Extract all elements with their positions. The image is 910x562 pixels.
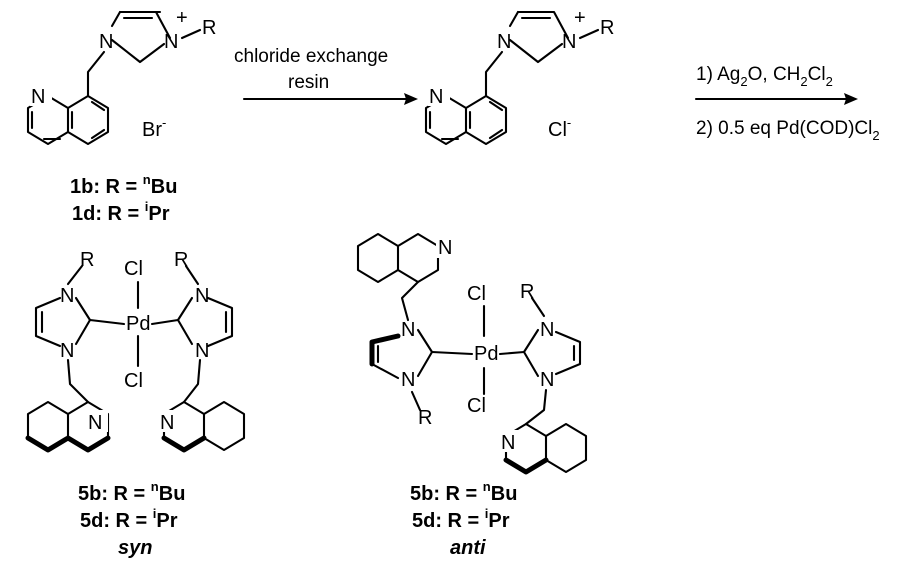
r-group-left: R [80, 249, 94, 271]
n-left-top: N [401, 319, 415, 341]
reaction-arrow-2: 1) Ag2O, CH2Cl2 2) 0.5 eq Pd(COD)Cl2 [694, 64, 880, 143]
quinoline-n-right: N [501, 432, 515, 454]
syn-complex: Pd Cl Cl N N R N N N R N [25, 249, 246, 453]
imidazole-n3: N [164, 31, 178, 53]
r-group-left: R [418, 407, 432, 429]
imidazole-n1: N [99, 31, 113, 53]
compound-1-chloride: N N + R N Cl- [424, 7, 614, 146]
quinoline-n-left: N [438, 237, 452, 259]
compound-label-1d: 1d: R = iPr [72, 199, 170, 225]
r-group: R [202, 17, 216, 39]
step1-condition-line1: chloride exchange [234, 46, 388, 67]
imidazole-n3: N [562, 31, 576, 53]
n-right-top: N [540, 319, 554, 341]
chloride-bottom: Cl [467, 395, 486, 417]
plus-charge: + [176, 7, 188, 29]
n-right-bottom: N [540, 369, 554, 391]
compound-label-anti-5d: 5d: R = iPr [412, 506, 510, 532]
quinoline-n-right: N [160, 412, 174, 434]
compound-label-syn-5b: 5b: R = nBu [78, 479, 185, 505]
step2-condition-line2: 2) 0.5 eq Pd(COD)Cl2 [696, 118, 880, 143]
palladium: Pd [126, 313, 150, 335]
compound-1-structure: N N + R N Br- [20, 0, 240, 170]
chloride-bottom: Cl [124, 370, 143, 392]
step2-condition-line1: 1) Ag2O, CH2Cl2 [696, 64, 833, 89]
anti-complex: Pd Cl Cl N N R N N N R N [356, 232, 588, 475]
compound-label-anti-5b: 5b: R = nBu [410, 479, 517, 505]
n-right-top: N [195, 285, 209, 307]
quinoline-n: N [429, 86, 443, 108]
imidazole-n1: N [497, 31, 511, 53]
n-left-top: N [60, 285, 74, 307]
palladium: Pd [474, 343, 498, 365]
compound-label-syn-5d: 5d: R = iPr [80, 506, 178, 532]
r-group-right: R [174, 249, 188, 271]
quinoline-n: N [31, 86, 45, 108]
step1-condition-line2: resin [288, 72, 329, 93]
n-left-bottom: N [401, 369, 415, 391]
syn-isomer-label: syn [118, 537, 152, 559]
n-left-bottom: N [60, 340, 74, 362]
compound-label-1b: 1b: R = nBu [70, 172, 177, 198]
chloride-top: Cl [467, 283, 486, 305]
n-right-bottom: N [195, 340, 209, 362]
reaction-arrow-1: chloride exchange resin [234, 46, 418, 105]
r-group: R [600, 17, 614, 39]
quinoline-n-left: N [88, 412, 102, 434]
bromide-anion: Br- [142, 115, 166, 141]
r-group-right: R [520, 281, 534, 303]
anti-isomer-label: anti [450, 537, 486, 559]
chloride-anion: Cl- [548, 115, 571, 141]
plus-charge: + [574, 7, 586, 29]
chloride-top: Cl [124, 258, 143, 280]
